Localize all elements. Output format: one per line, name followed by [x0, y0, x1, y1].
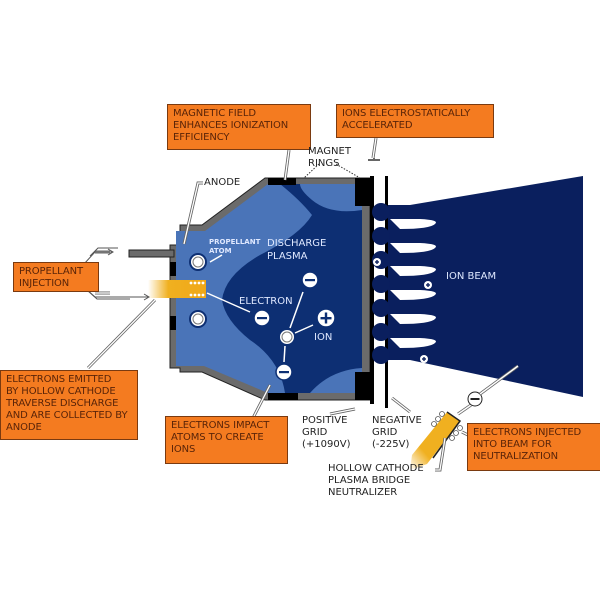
magnet-ring-right-top: [355, 178, 370, 206]
hollow-cathode: [148, 280, 206, 298]
anode-feed: [128, 249, 175, 258]
label-propellant-atom: PROPELLANT ATOM: [209, 238, 261, 255]
label-neutralizer: HOLLOW CATHODE PLASMA BRIDGE NEUTRALIZER: [328, 463, 424, 498]
callout-magnetic-field: MAGNETIC FIELD ENHANCES IONIZATION EFFIC…: [167, 104, 311, 150]
neutralizer-electron: [467, 391, 483, 407]
electron-particle: [253, 309, 271, 327]
leader-lines: [83, 137, 471, 472]
label-anode: ANODE: [204, 177, 241, 188]
discharge-plasma: [222, 184, 362, 393]
label-electron: ELECTRON: [239, 296, 293, 307]
callout-electrons-emitted: ELECTRONS EMITTED BY HOLLOW CATHODE TRAV…: [0, 370, 138, 440]
callout-ions-accelerated: IONS ELECTROSTATICALLY ACCELERATED: [336, 104, 494, 138]
ion-in-beam: [424, 281, 432, 289]
neutralizer: [410, 411, 463, 470]
callout-electrons-injected: ELECTRONS INJECTED INTO BEAM FOR NEUTRAL…: [467, 423, 600, 471]
beamlet-gaps: [390, 219, 436, 348]
label-discharge-plasma: DISCHARGE PLASMA: [267, 238, 327, 262]
cathode-keeper-dots: [189, 281, 205, 297]
ion-in-beam: [373, 258, 381, 266]
electron-particle: [275, 363, 293, 381]
magnet-ring-left-bottom: [170, 316, 176, 330]
beamlet-apertures: [372, 203, 390, 364]
label-positive-grid: POSITIVE GRID (+1090V): [302, 415, 351, 450]
magnet-ring-bottom: [268, 393, 298, 400]
magnet-ring-top: [268, 178, 296, 185]
label-ion: ION: [314, 332, 333, 343]
label-negative-grid: NEGATIVE GRID (-225V): [372, 415, 422, 450]
label-ion-beam: ION BEAM: [446, 271, 497, 282]
ion-particle: [316, 308, 336, 328]
ion-in-beam: [420, 355, 428, 363]
negative-grid: [385, 176, 388, 408]
label-magnet-rings: MAGNET RINGS: [308, 146, 351, 169]
magnet-ring-left-top: [170, 262, 176, 276]
callout-propellant-injection: PROPELLANT INJECTION: [13, 262, 99, 292]
ion-beam: [385, 176, 583, 397]
magnet-ring-right-bottom: [355, 372, 370, 400]
callout-electrons-impact: ELECTRONS IMPACT ATOMS TO CREATE IONS: [165, 416, 288, 464]
electron-particle: [301, 271, 319, 289]
positive-grid: [370, 176, 374, 404]
